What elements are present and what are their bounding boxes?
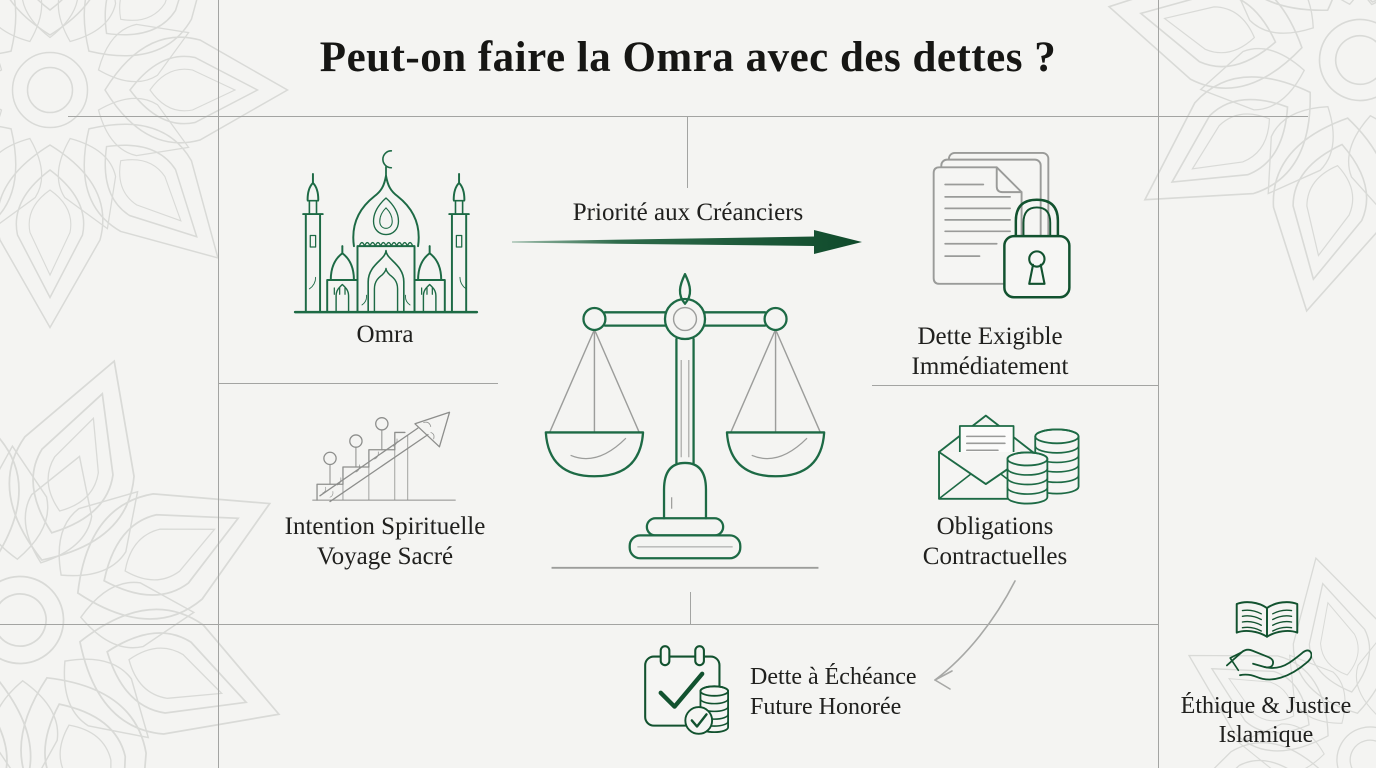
omra-label-text: Omra bbox=[356, 321, 414, 348]
dette-exigible-line1: Dette Exigible bbox=[917, 323, 1063, 350]
ethique-line1: Éthique & Justice bbox=[1180, 693, 1352, 719]
page-title: Peut-on faire la Omra avec des dettes ? bbox=[319, 34, 1057, 81]
curved-arrow-icon bbox=[934, 580, 1016, 690]
dette-exigible-line2: Immédiatement bbox=[911, 353, 1069, 380]
divider-bottom bbox=[0, 624, 1158, 625]
divider-left-middle bbox=[218, 383, 498, 384]
mosque-icon bbox=[293, 150, 479, 314]
obligations-line2: Contractuelles bbox=[922, 543, 1068, 570]
ethique-line2: Islamique bbox=[1218, 722, 1314, 748]
ethique-label: Éthique & Justice Islamique bbox=[1161, 692, 1371, 750]
obligations-label: Obligations Contractuelles bbox=[895, 512, 1095, 572]
intention-line2: Voyage Sacré bbox=[316, 543, 454, 570]
tapered-arrow-icon bbox=[512, 230, 862, 254]
documents-lock-icon bbox=[932, 151, 1071, 299]
dette-echeance-line2: Future Honorée bbox=[750, 694, 902, 720]
connector-top-center bbox=[687, 116, 688, 188]
omra-label: Omra bbox=[285, 320, 485, 350]
priority-arrow-text: Priorité aux Créanciers bbox=[572, 199, 804, 226]
book-over-hand-icon bbox=[1226, 601, 1312, 681]
calendar-check-coins-icon bbox=[644, 645, 729, 735]
connector-bottom-center bbox=[690, 592, 691, 624]
priority-arrow-label: Priorité aux Créanciers bbox=[488, 198, 888, 228]
dette-exigible-label: Dette Exigible Immédiatement bbox=[880, 322, 1100, 382]
intention-label: Intention Spirituelle Voyage Sacré bbox=[235, 512, 535, 572]
justice-scale-icon bbox=[544, 273, 826, 569]
dette-echeance-line1: Dette à Échéance bbox=[750, 664, 917, 690]
stairs-growth-arrow-icon bbox=[312, 411, 456, 503]
envelope-coins-icon bbox=[938, 414, 1080, 505]
divider-vertical-right bbox=[1158, 0, 1159, 768]
dette-echeance-label: Dette à Échéance Future Honorée bbox=[750, 662, 970, 722]
intention-line1: Intention Spirituelle bbox=[284, 513, 486, 540]
obligations-line1: Obligations bbox=[936, 513, 1054, 540]
divider-right-middle bbox=[872, 385, 1158, 386]
divider-vertical-left bbox=[218, 0, 219, 768]
divider-under-title bbox=[68, 116, 1308, 117]
